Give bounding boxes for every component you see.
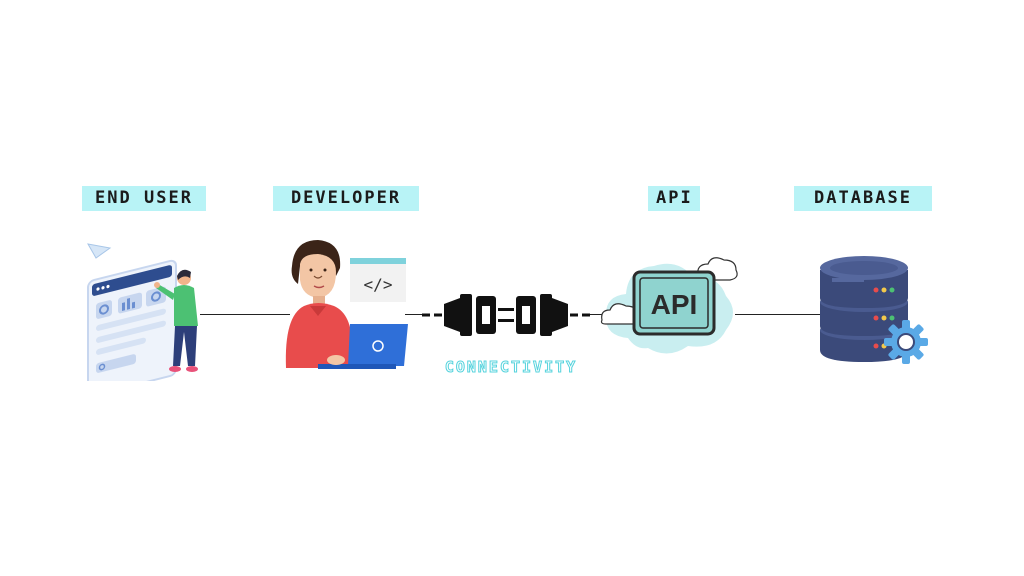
api-label: API xyxy=(648,186,700,211)
connection-line-developer-plug xyxy=(405,314,425,315)
database-illustration xyxy=(820,256,928,364)
connection-line-api-database xyxy=(735,314,823,315)
connection-line-user-developer xyxy=(200,314,290,315)
api-screen-text: API xyxy=(651,289,698,320)
end-user-label: END USER xyxy=(82,186,206,211)
database-label: DATABASE xyxy=(794,186,932,211)
connectivity-label: CONNECTIVITY xyxy=(444,358,578,377)
gear-icon xyxy=(884,320,928,364)
plug-connector-icon xyxy=(422,294,590,336)
connection-line-plug-api xyxy=(590,314,610,315)
api-illustration: API xyxy=(600,257,738,354)
code-window-text: </> xyxy=(364,275,393,294)
developer-label: DEVELOPER xyxy=(273,186,419,211)
developer-illustration: </> xyxy=(285,240,408,369)
end-user-illustration xyxy=(87,243,198,381)
